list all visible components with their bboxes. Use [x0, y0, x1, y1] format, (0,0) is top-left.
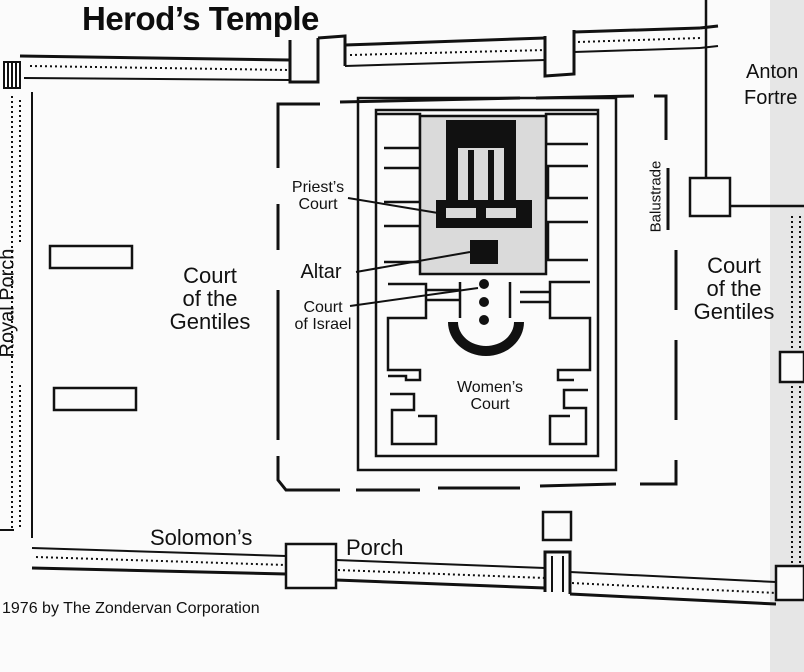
- label-line: Women’s: [456, 379, 524, 396]
- solomons-porch-label: Solomon’s: [150, 525, 253, 550]
- north-stairs: [3, 61, 21, 89]
- inner-enclosure: [356, 96, 618, 472]
- label-line: Court: [470, 395, 510, 413]
- antonia-label-line2: Fortre: [744, 87, 798, 109]
- antonia-label-line1: Anton: [746, 61, 799, 83]
- label-line: of Israel: [294, 315, 352, 333]
- priests-court-label: Priest’s Court: [282, 179, 354, 214]
- north-wall: [19, 24, 719, 84]
- balustrade-label: Balustrade: [647, 160, 665, 233]
- royal-porch-label: Royal Porch: [0, 248, 19, 358]
- colonnade-block: [48, 244, 134, 270]
- page-edge-shade: [770, 0, 804, 672]
- diagram-title: Herod’s Temple: [82, 0, 319, 37]
- label-line: Gentiles: [693, 299, 775, 325]
- altar-label: Altar: [300, 261, 342, 283]
- court-gentiles-left-label: Court of the Gentiles: [160, 264, 260, 333]
- copyright-notice: 1976 by The Zondervan Corporation: [2, 600, 260, 617]
- porch-label: Porch: [346, 535, 404, 560]
- leader-lines: [347, 197, 479, 307]
- altar-block: [470, 240, 498, 264]
- west-wall: [0, 92, 33, 538]
- womens-court-label: Women’s Court: [440, 379, 540, 414]
- colonnade-block: [52, 386, 138, 412]
- label-line: of the: [706, 276, 762, 302]
- label-line: of the: [182, 286, 238, 312]
- label-line: Priest’s: [291, 179, 345, 196]
- label-line: Court: [298, 195, 338, 213]
- court-gentiles-right-label: Court of the Gentiles: [684, 254, 784, 323]
- label-line: Court: [183, 263, 237, 288]
- south-wall: [31, 510, 804, 606]
- east-wall: [688, 0, 804, 566]
- label-line: Gentiles: [169, 309, 251, 335]
- label-line: Court: [303, 299, 343, 316]
- court-of-israel-label: Court of Israel: [284, 299, 362, 334]
- label-line: Court: [707, 253, 761, 278]
- court-of-israel: [448, 279, 524, 356]
- temple-building: [436, 120, 532, 228]
